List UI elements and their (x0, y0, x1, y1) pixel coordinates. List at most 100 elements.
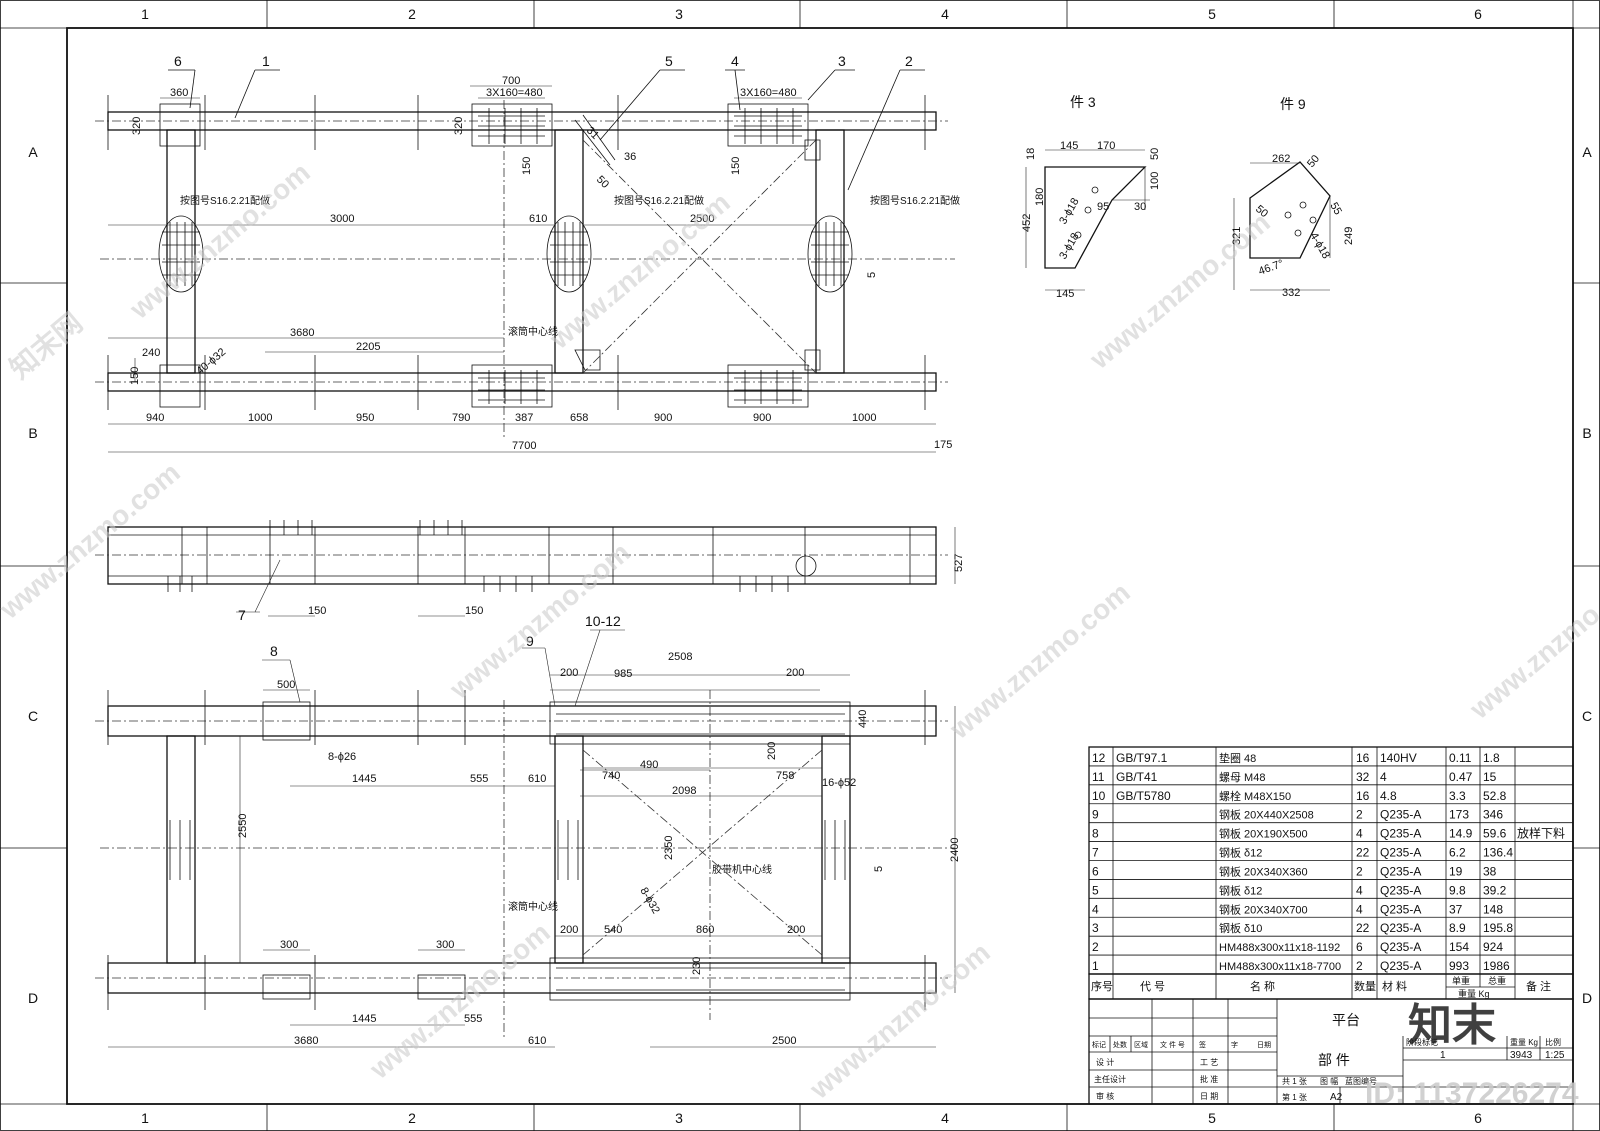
top-dim-175: 175 (934, 439, 952, 451)
top-dim-3x160-b: 3X160=480 (740, 87, 797, 99)
bottom-dim-5: 5 (873, 866, 885, 872)
row-label-left-a: A (28, 144, 38, 160)
bottom-part-10-12: 10-12 (585, 613, 621, 629)
top-dim-360: 360 (170, 87, 188, 99)
bottom-dim-200e: 200 (787, 924, 805, 936)
bottom-note-center1: 滚筒中心线 (508, 900, 558, 913)
tb-drawing-no-label: 图 幅 (1320, 1076, 1338, 1086)
bottom-dim-500: 500 (277, 679, 295, 691)
bom-header-qty: 数量 (1354, 980, 1376, 993)
bom-cell-no: 2 (1092, 940, 1099, 954)
detail3-dim-180: 180 (1034, 188, 1046, 206)
detail3-dim-30: 30 (1134, 201, 1146, 213)
bom-cell-name: 垫圈 48 (1219, 751, 1256, 765)
bottom-dim-2508: 2508 (668, 651, 692, 663)
bom-cell-material: Q235-A (1380, 940, 1421, 954)
watermark-logo: 知末 (1408, 1001, 1496, 1050)
bom-cell-material: Q235-A (1380, 883, 1421, 897)
bom-cell-material: Q235-A (1380, 808, 1421, 822)
bom-cell-name: 钢板 δ10 (1219, 921, 1262, 935)
top-part-3: 3 (838, 53, 846, 69)
bom-cell-total-weight: 15 (1483, 770, 1497, 784)
bom-cell-qty: 22 (1356, 921, 1370, 935)
bom-cell-total-weight: 52.8 (1483, 789, 1507, 803)
bom-cell-material: 4 (1380, 770, 1387, 784)
top-dim-7700: 7700 (512, 440, 536, 452)
top-dim-150b: 150 (730, 157, 742, 175)
bom-cell-name: 钢板 20X340X360 (1219, 864, 1308, 878)
bom-cell-no: 1 (1092, 959, 1099, 973)
bom-header-no: 序号 (1091, 979, 1113, 993)
bottom-plan-view: 8 9 10-12 500 8-ϕ26 1445 555 610 2508 20… (95, 613, 961, 1048)
top-plan-view: 6 1 5 4 3 2 360 700 3X160=480 3X160=480 … (95, 53, 960, 453)
tb-scale-label: 比例 (1545, 1037, 1561, 1047)
bom-cell-unit-weight: 3.3 (1449, 789, 1466, 803)
top-note-ref-3: 按图号S16.2.21配做 (870, 194, 960, 207)
row-label-right-c: C (1582, 708, 1592, 724)
col-label-top-1: 1 (141, 6, 149, 22)
top-dim-940: 940 (146, 412, 164, 424)
tb-weight-label: 重量 Kg (1510, 1037, 1538, 1047)
bottom-dim-555a: 555 (470, 773, 488, 785)
col-label-bottom-3: 3 (675, 1110, 683, 1126)
bom-cell-qty: 4 (1356, 902, 1363, 916)
top-dim-320: 320 (131, 117, 143, 135)
bottom-dim-1445a: 1445 (352, 773, 376, 785)
top-dim-700: 700 (502, 75, 520, 87)
tb-sheets-total: 共 1 张 (1282, 1077, 1307, 1086)
tb-role-date: 日 期 (1200, 1092, 1218, 1101)
bom-cell-total-weight: 38 (1483, 864, 1497, 878)
bottom-dim-758: 758 (776, 770, 794, 782)
bottom-dim-555b: 555 (464, 1013, 482, 1025)
bom-cell-qty: 16 (1356, 789, 1370, 803)
side-dim-527: 527 (953, 554, 965, 572)
detail3-dim-452: 452 (1021, 214, 1033, 232)
top-dim-150c: 150 (129, 367, 141, 385)
bom-cell-total-weight: 195.8 (1483, 921, 1513, 935)
col-label-bottom-1: 1 (141, 1110, 149, 1126)
bottom-note-center2: 胶带机中心线 (712, 863, 772, 876)
bom-cell-unit-weight: 154 (1449, 940, 1469, 954)
top-dim-2500: 2500 (690, 213, 714, 225)
top-dim-150a: 150 (521, 157, 533, 175)
bom-cell-name: 钢板 20X340X700 (1219, 902, 1308, 916)
bom-cell-material: Q235-A (1380, 827, 1421, 841)
tb-scale: 1:25 (1545, 1050, 1565, 1061)
bom-cell-unit-weight: 14.9 (1449, 827, 1473, 841)
bom-cell-name: 钢板 δ12 (1219, 846, 1262, 860)
bom-header-weight: 重量 Kg (1458, 988, 1490, 999)
top-dim-1000b: 1000 (852, 412, 876, 424)
tb-role-chief: 主任设计 (1094, 1074, 1126, 1084)
bom-cell-qty: 2 (1356, 959, 1363, 973)
detail3-dim-100: 100 (1149, 172, 1161, 190)
detail9-dim-262: 262 (1272, 153, 1290, 165)
bom-cell-code: GB/T5780 (1116, 789, 1171, 803)
bottom-dim-3680: 3680 (294, 1035, 318, 1047)
detail9-dim-55: 55 (1327, 201, 1344, 218)
top-dim-387: 387 (515, 412, 533, 424)
col-label-bottom-5: 5 (1208, 1110, 1216, 1126)
bottom-dim-16phi52: 16-ϕ52 (822, 777, 856, 789)
bom-cell-total-weight: 924 (1483, 940, 1503, 954)
bom-cell-material: Q235-A (1380, 959, 1421, 973)
tb-header-date: 日期 (1257, 1041, 1271, 1049)
bottom-part-8: 8 (270, 643, 278, 659)
bom-cell-no: 8 (1092, 827, 1099, 841)
watermark-site-2: www.znzmo.com (543, 187, 736, 356)
bom-cell-qty: 16 (1356, 751, 1370, 765)
tb-role-design: 设 计 (1096, 1057, 1114, 1067)
bom-header-total: 总重 (1488, 975, 1506, 986)
bom-cell-qty: 6 (1356, 940, 1363, 954)
title-block: 平台 部 件 标记 处数 区域 文 件 号 签 字 日期 设 计 工 艺 主任设… (1088, 998, 1574, 1105)
bom-cell-qty: 2 (1356, 864, 1363, 878)
bom-cell-name: 钢板 δ12 (1219, 883, 1262, 897)
col-label-bottom-6: 6 (1474, 1110, 1482, 1126)
detail9-dim-249: 249 (1343, 227, 1355, 245)
top-dim-790: 790 (452, 412, 470, 424)
bottom-dim-440: 440 (857, 710, 869, 728)
